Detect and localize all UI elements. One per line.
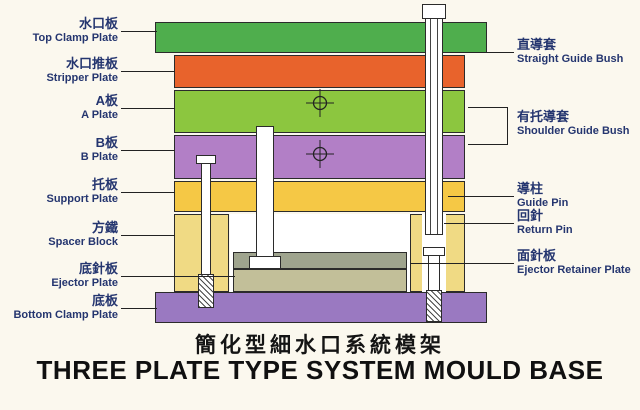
label-support-plate-en: Support Plate: [46, 192, 118, 205]
leader-line: [444, 223, 514, 224]
label-ejector-plate-en: Ejector Plate: [51, 276, 118, 289]
leader-line: [121, 31, 157, 32]
left-pin-shaft: [201, 163, 211, 275]
label-stripper-plate-zh: 水口推板: [65, 56, 118, 71]
label-guide-pin-en: Guide Pin: [517, 196, 569, 209]
label-shoulder-guide-bush-en: Shoulder Guide Bush: [517, 124, 630, 137]
label-ejector-retainer-plate: 面針板 Ejector Retainer Plate: [517, 248, 631, 277]
plate-ejector: [233, 269, 407, 292]
title-chinese: 簡化型細水口系統模架: [195, 334, 445, 357]
label-straight-guide-bush: 直導套 Straight Guide Bush: [517, 37, 623, 66]
label-shoulder-guide-bush: 有托導套 Shoulder Guide Bush: [517, 109, 629, 138]
label-ejector-plate: 底針板 Ejector Plate: [0, 261, 118, 290]
label-return-pin-zh: 回針: [517, 208, 544, 223]
leader-line: [121, 71, 175, 72]
label-return-pin: 回針 Return Pin: [517, 208, 573, 237]
label-b-plate: B板 B Plate: [0, 135, 118, 164]
return-pin-shaft: [428, 255, 440, 291]
guide-pin-flange: [249, 256, 281, 269]
leader-line: [121, 235, 175, 236]
guide-bush-shaft: [425, 18, 443, 235]
label-bottom-clamp-plate-en: Bottom Clamp Plate: [13, 308, 118, 321]
label-b-plate-en: B Plate: [80, 150, 118, 163]
label-spacer-block-zh: 方鐵: [91, 220, 118, 235]
plate-stripper: [174, 55, 465, 88]
label-top-clamp-plate-zh: 水口板: [78, 16, 118, 31]
leader-line: [121, 276, 235, 277]
label-ejector-retainer-plate-zh: 面針板: [517, 248, 557, 263]
label-a-plate-zh: A板: [95, 93, 118, 108]
leader-line: [448, 196, 514, 197]
label-stripper-plate: 水口推板 Stripper Plate: [0, 56, 118, 85]
return-pin-thread: [426, 290, 442, 322]
label-guide-pin-zh: 導柱: [517, 181, 544, 196]
label-ejector-plate-zh: 底針板: [78, 261, 118, 276]
label-support-plate-zh: 托板: [91, 177, 118, 192]
leader-line: [450, 52, 514, 53]
leader-line: [121, 308, 157, 309]
label-shoulder-guide-bush-zh: 有托導套: [517, 109, 570, 124]
leader-line: [410, 263, 514, 264]
label-top-clamp-plate-en: Top Clamp Plate: [32, 31, 118, 44]
label-bottom-clamp-plate-zh: 底板: [91, 293, 118, 308]
guide-pin-inside-bush: [430, 19, 438, 234]
label-spacer-block-en: Spacer Block: [48, 235, 118, 248]
label-straight-guide-bush-zh: 直導套: [517, 37, 557, 52]
label-support-plate: 托板 Support Plate: [0, 177, 118, 206]
bush-bolt-head: [422, 4, 446, 19]
leader-line: [121, 150, 175, 151]
center-mark-icon: [306, 140, 334, 168]
label-stripper-plate-en: Stripper Plate: [46, 71, 118, 84]
leader-line: [121, 108, 175, 109]
leader-line: [121, 192, 175, 193]
center-mark-icon: [306, 89, 334, 117]
bracket-shoulder-guide-bush: [468, 107, 508, 145]
left-pin-thread: [198, 274, 214, 308]
label-bottom-clamp-plate: 底板 Bottom Clamp Plate: [0, 293, 118, 322]
label-guide-pin: 導柱 Guide Pin: [517, 181, 568, 210]
label-straight-guide-bush-en: Straight Guide Bush: [517, 52, 624, 65]
label-return-pin-en: Return Pin: [517, 223, 573, 236]
label-ejector-retainer-plate-en: Ejector Retainer Plate: [517, 263, 631, 276]
label-spacer-block: 方鐵 Spacer Block: [0, 220, 118, 249]
guide-pin-column: [256, 126, 274, 257]
label-a-plate-en: A Plate: [81, 108, 118, 121]
label-b-plate-zh: B板: [95, 135, 118, 150]
title-english: THREE PLATE TYPE SYSTEM MOULD BASE: [36, 355, 604, 385]
label-top-clamp-plate: 水口板 Top Clamp Plate: [0, 16, 118, 45]
label-a-plate: A板 A Plate: [0, 93, 118, 122]
plate-support: [174, 181, 465, 212]
